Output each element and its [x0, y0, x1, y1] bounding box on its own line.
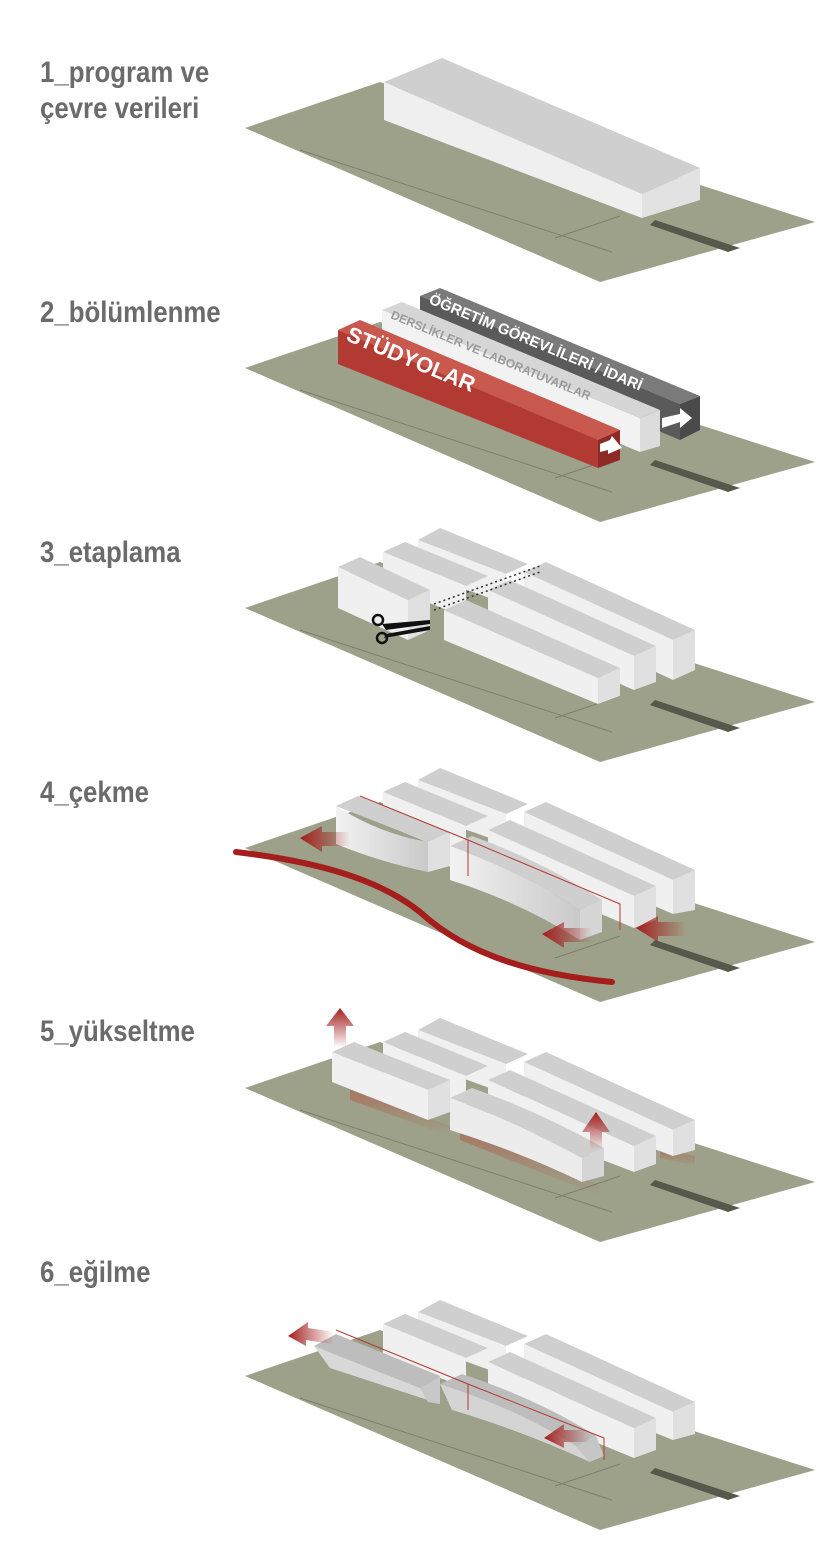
step-6-title: 6_eğilme — [40, 1256, 151, 1289]
arrow-icon — [600, 436, 622, 454]
site-ground — [245, 82, 815, 282]
building-mass-block — [384, 58, 700, 218]
step-5-title: 5_yükseltme — [40, 1015, 195, 1048]
block-group — [336, 768, 695, 940]
cut-line — [433, 571, 541, 611]
block-group — [338, 528, 695, 704]
step-3-title: 3_etaplama — [40, 536, 181, 569]
diagram-1 — [245, 58, 815, 282]
red-arrow-icon — [544, 1424, 590, 1448]
red-arrow-icon — [636, 916, 686, 942]
diagram-4 — [233, 768, 815, 1002]
scissors-icon — [371, 613, 430, 645]
diagram-6 — [245, 1300, 815, 1530]
block-group — [332, 1018, 695, 1196]
studio-zone-block: STÜDYOLAR — [338, 320, 622, 468]
site-curve-line — [233, 849, 615, 985]
red-arrow-icon — [288, 1322, 334, 1346]
red-arrow-icon — [542, 922, 592, 948]
block-group — [314, 1300, 695, 1462]
step-2-title: 2_bölümlenme — [40, 296, 221, 329]
diagram-2: ÖĞRETİM GÖREVLİLERİ / İDARİ DERSLİKLER V… — [245, 288, 815, 522]
arrow-icon — [662, 408, 692, 428]
block-middle-left — [383, 542, 488, 618]
red-arrow-icon — [326, 1008, 354, 1048]
red-arrow-icon — [300, 826, 350, 852]
cut-line — [433, 565, 541, 605]
red-arrow-icon — [582, 1112, 610, 1150]
diagram-5 — [245, 1008, 815, 1242]
diagram-3 — [245, 528, 815, 762]
block-front-right — [444, 600, 620, 704]
step-4-title: 4_çekme — [40, 776, 150, 809]
